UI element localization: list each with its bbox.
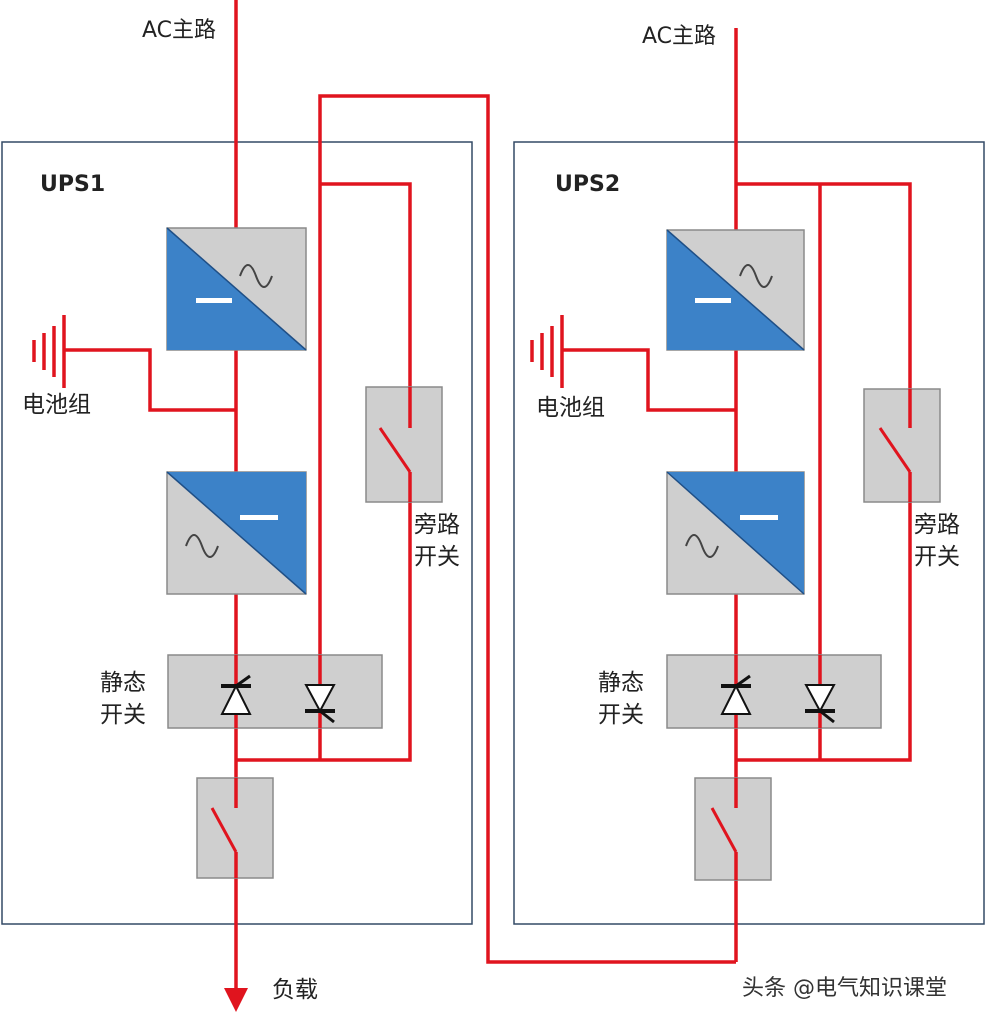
ups1-unit xyxy=(1,0,736,1012)
ups2-ac-main-label: AC主路 xyxy=(642,24,717,49)
ups2-bypass-label-2: 开关 xyxy=(914,544,960,570)
ups2-inverter xyxy=(666,471,805,595)
ups2-thyristor-bypass xyxy=(804,684,836,724)
ups2-output-bus xyxy=(736,488,912,762)
watermark-text: 头条 @电气知识课堂 xyxy=(742,976,947,1001)
ups1-bypass-label-2: 开关 xyxy=(414,544,460,570)
ups2-bypass-switch xyxy=(863,388,941,503)
ups1-thyristor-bypass xyxy=(304,684,336,724)
ups1-wires xyxy=(64,0,736,995)
ups2-rectifier xyxy=(666,229,805,351)
ups1-output-bus xyxy=(236,488,412,762)
ups1-bypass-feed-wire xyxy=(318,94,736,964)
ups2-thyristor-main xyxy=(720,674,752,715)
load-arrow-icon xyxy=(224,988,248,1012)
ups1-output-switch xyxy=(196,777,274,879)
ups2-title: UPS2 xyxy=(555,172,621,197)
ups1-bypass-top-wire xyxy=(320,182,412,392)
ups2-battery-wire xyxy=(562,348,736,412)
ups1-title: UPS1 xyxy=(40,172,106,197)
ups1-static-switch xyxy=(167,654,383,729)
ups1-static-label-2: 开关 xyxy=(100,702,146,728)
ups1-battery-wire xyxy=(64,348,236,412)
ups1-battery-label: 电池组 xyxy=(22,392,91,418)
ups1-static-label-1: 静态 xyxy=(100,670,146,696)
ups2-unit xyxy=(513,28,985,962)
ups1-thyristor-main xyxy=(220,674,252,715)
ups2-bypass-label-1: 旁路 xyxy=(914,512,960,538)
ups2-static-label-1: 静态 xyxy=(598,670,644,696)
ups2-cabinet xyxy=(513,141,985,925)
ups2-battery-icon xyxy=(530,315,564,388)
ups2-static-switch xyxy=(666,654,882,729)
ups2-bypass-top-wire xyxy=(736,182,912,392)
ups2-static-label-2: 开关 xyxy=(598,702,644,728)
ups2-output-switch xyxy=(694,777,772,881)
ups1-rectifier xyxy=(166,227,307,351)
load-label: 负载 xyxy=(272,977,318,1003)
ups1-bypass-label-1: 旁路 xyxy=(414,512,460,538)
ups1-bypass-switch xyxy=(365,386,443,503)
ups1-ac-main-label: AC主路 xyxy=(142,18,217,43)
ups2-battery-label: 电池组 xyxy=(536,395,605,421)
ups1-battery-icon xyxy=(32,315,66,388)
ups1-inverter xyxy=(166,471,307,595)
